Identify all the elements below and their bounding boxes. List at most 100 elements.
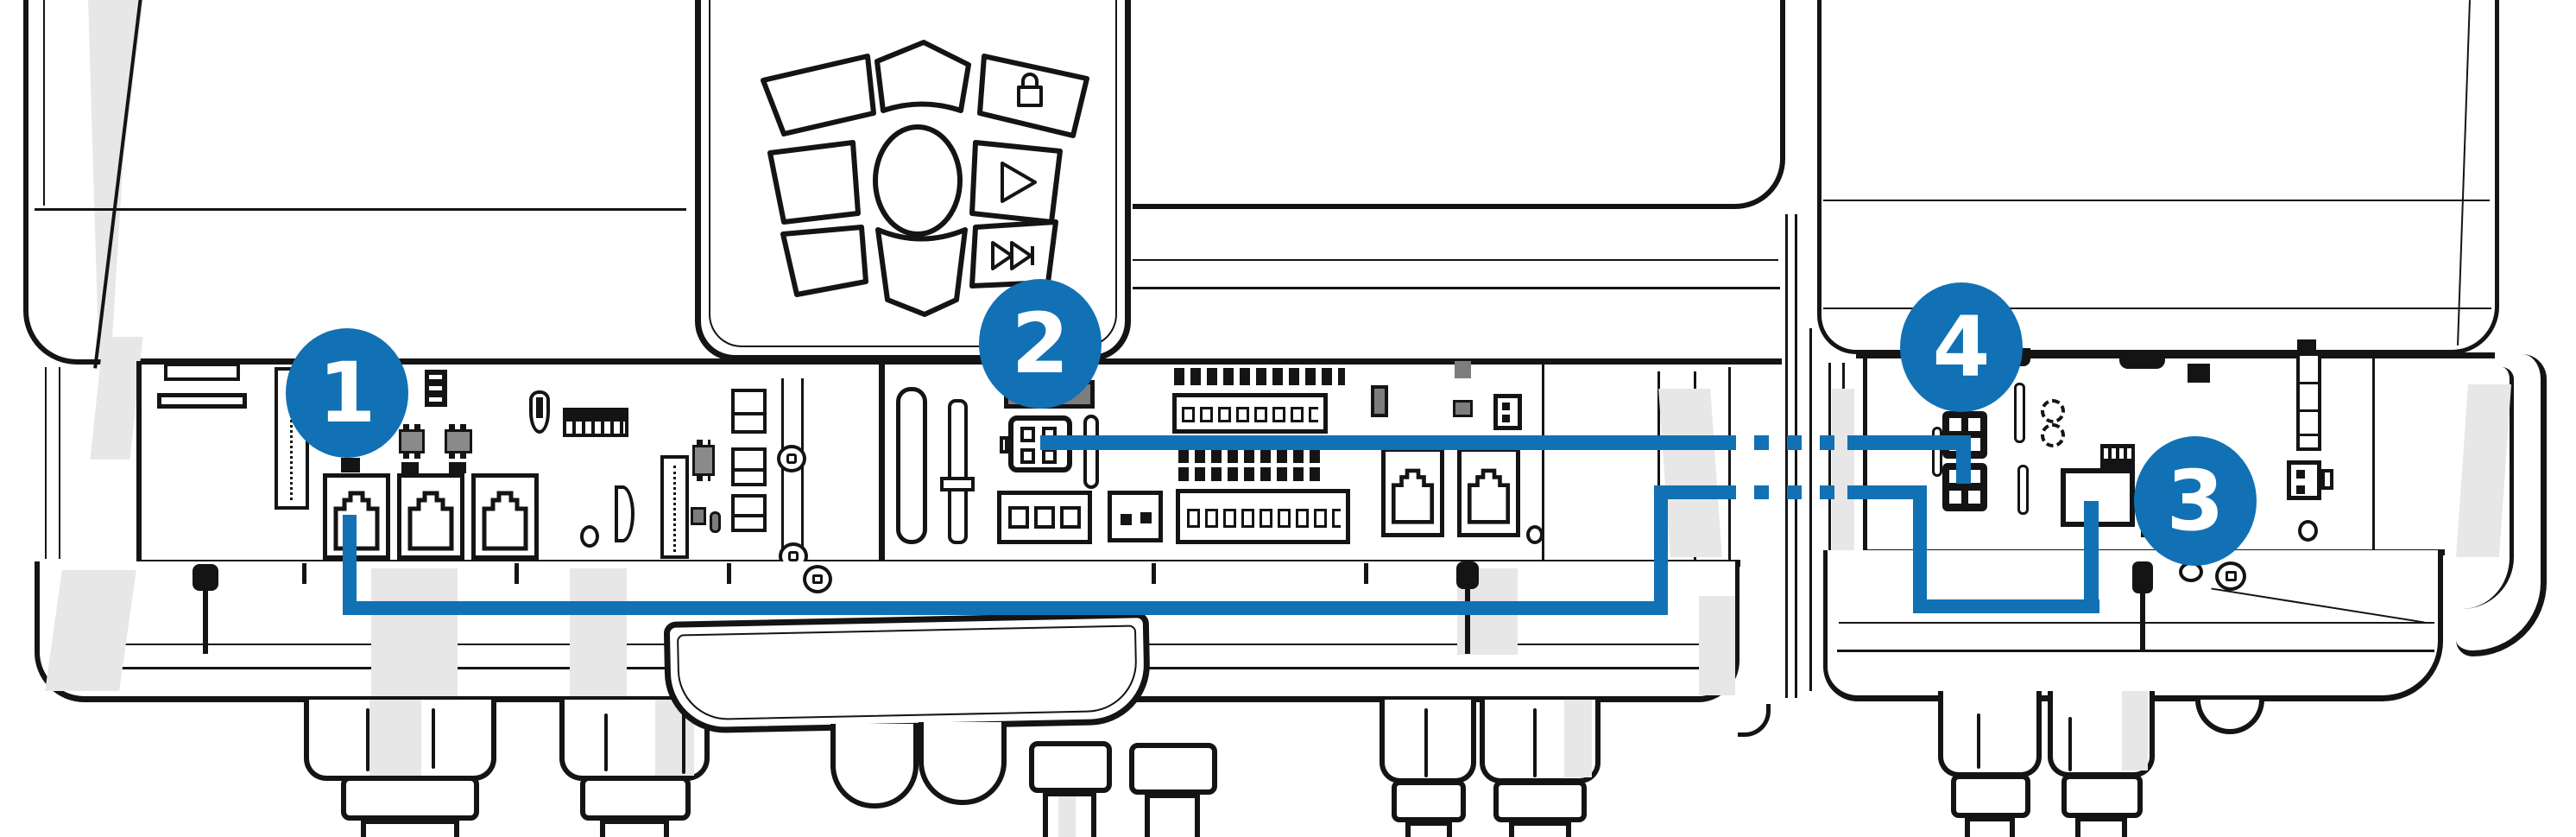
- keypad-panel-inner-line: [709, 0, 1117, 347]
- key-bottom-right-skip: [969, 219, 1058, 289]
- cable-a-stub: [1654, 485, 1721, 499]
- right-lid-seam-1: [1823, 200, 2490, 201]
- callout-3: 3: [2134, 436, 2257, 566]
- slot-pill: [1083, 415, 1099, 489]
- gland-3-collar: [1029, 741, 1112, 793]
- callout-3-label: 3: [2166, 453, 2225, 549]
- key-up: [874, 40, 971, 113]
- middle-pcb-left-edge: [879, 363, 885, 560]
- gland-pin-6: [1533, 708, 1537, 777]
- unit-seam-line-1: [1785, 214, 1788, 698]
- tray-shading-2: [570, 568, 627, 696]
- relay-top-comb: [2100, 444, 2135, 470]
- header-strip-pins: [290, 379, 293, 500]
- cable-b-drop: [1956, 435, 1971, 484]
- board-rail-left: [781, 378, 784, 570]
- card-edge-pins: [673, 466, 676, 552]
- gland-6-collar: [1493, 780, 1587, 822]
- vert-connector-top-bits: [2297, 339, 2316, 352]
- two-pin-connector-right: [2287, 460, 2321, 500]
- board-rail-right: [801, 378, 804, 570]
- right-lid-seam-2: [1823, 308, 2491, 309]
- gland-pin-5: [1424, 708, 1428, 777]
- key-mid-left: [767, 140, 861, 225]
- enter-play-icon: [1001, 162, 1037, 203]
- flap-arc-1: [830, 724, 919, 808]
- gland-2-tube: [600, 819, 669, 837]
- small-component-1: [691, 507, 706, 525]
- right-tray-line-2: [1837, 650, 2434, 652]
- slot-pill-right-2: [2017, 465, 2029, 515]
- gland-7-shoulder: [1938, 691, 2042, 777]
- key-top-right-lock: [977, 54, 1089, 138]
- star-washer-2: [2041, 423, 2065, 447]
- callout-1-label: 1: [318, 345, 376, 441]
- jack1-pins: [341, 458, 360, 472]
- gland-7-tube: [1965, 816, 2015, 837]
- three-pin-connector: [692, 440, 715, 481]
- d-shaped-hole: [615, 485, 635, 542]
- capacitor-1: [1371, 385, 1388, 417]
- gland-8-collar: [2061, 774, 2143, 818]
- right-tray-line-1: [1839, 622, 2434, 624]
- lock-icon: [1017, 86, 1043, 107]
- gland-6-shoulder: [1480, 700, 1601, 783]
- gland-4-collar: [1129, 743, 1217, 795]
- gland-2-collar: [580, 776, 691, 821]
- ceiling-tab-2: [2119, 350, 2165, 369]
- bracket-clamp-top: [164, 363, 240, 381]
- right-pcb-left-edge: [1863, 354, 1867, 549]
- smd-block: [425, 370, 447, 407]
- lock-icon-shackle: [1021, 73, 1039, 87]
- cable-b-dashed-segment: [1721, 435, 1847, 450]
- bracket-clamp-bar: [157, 393, 247, 409]
- gland-pin-8: [2068, 717, 2072, 771]
- tray-clamp-3: [727, 563, 731, 584]
- capacitor-2: [1453, 400, 1473, 417]
- key-down: [875, 227, 968, 317]
- terminal-block-lower: [1176, 489, 1350, 544]
- key-top-left: [761, 54, 876, 136]
- tray-clamp-5: [1364, 563, 1368, 584]
- comb-connector: [563, 408, 628, 437]
- rj45-port-5: [1457, 447, 1520, 537]
- skip-icon: [991, 241, 1034, 270]
- middle-lid-seam-2: [1133, 287, 1780, 289]
- tray-clamp-1: [302, 563, 306, 584]
- vert-connector-strip: [2296, 352, 2321, 451]
- gland-3-tube: [1043, 791, 1096, 837]
- tray-screw-left: [803, 565, 832, 593]
- rj45-port-2: [397, 473, 464, 560]
- gland-5-shoulder: [1380, 700, 1476, 783]
- cable-a-bottom-run: [343, 601, 1668, 615]
- pin-header-row-top: [1174, 368, 1345, 385]
- callout-1: 1: [286, 328, 408, 458]
- left-wall-line-1: [45, 367, 47, 559]
- cable-a-jack-drop: [343, 515, 357, 610]
- tray-bolt-1: [193, 564, 218, 591]
- flap-arc-2: [919, 722, 1007, 805]
- callout-4-label: 4: [1932, 299, 1991, 396]
- right-tray-bolt-shaft: [2140, 593, 2145, 650]
- callout-2-label: 2: [1011, 295, 1070, 392]
- ic-chip-1: [399, 424, 425, 459]
- right-inner-wall: [2452, 367, 2514, 609]
- tray-bolt-1-shaft: [203, 591, 208, 654]
- big-right-wall-line-1: [1657, 371, 1660, 561]
- bullet-component: [529, 390, 550, 434]
- center-flap: [663, 612, 1152, 734]
- card-edge-connector: [660, 455, 689, 559]
- right-compartment-top-edge: [1856, 352, 2495, 358]
- left-lid-seam: [35, 208, 686, 211]
- terminal-pair-2: [731, 447, 767, 486]
- terminal-2way: [1108, 491, 1163, 542]
- key-center: [873, 124, 963, 237]
- unit-seam-line-3: [1809, 328, 1812, 691]
- middle-lid: [1133, 0, 1785, 209]
- cable-a-dashed-segment: [1721, 485, 1847, 499]
- cable-a-right-run: [1913, 599, 2099, 613]
- tray-clamp-2: [515, 563, 519, 584]
- key-mid-right-enter: [969, 140, 1063, 225]
- middle-lid-seam-1: [1133, 259, 1778, 261]
